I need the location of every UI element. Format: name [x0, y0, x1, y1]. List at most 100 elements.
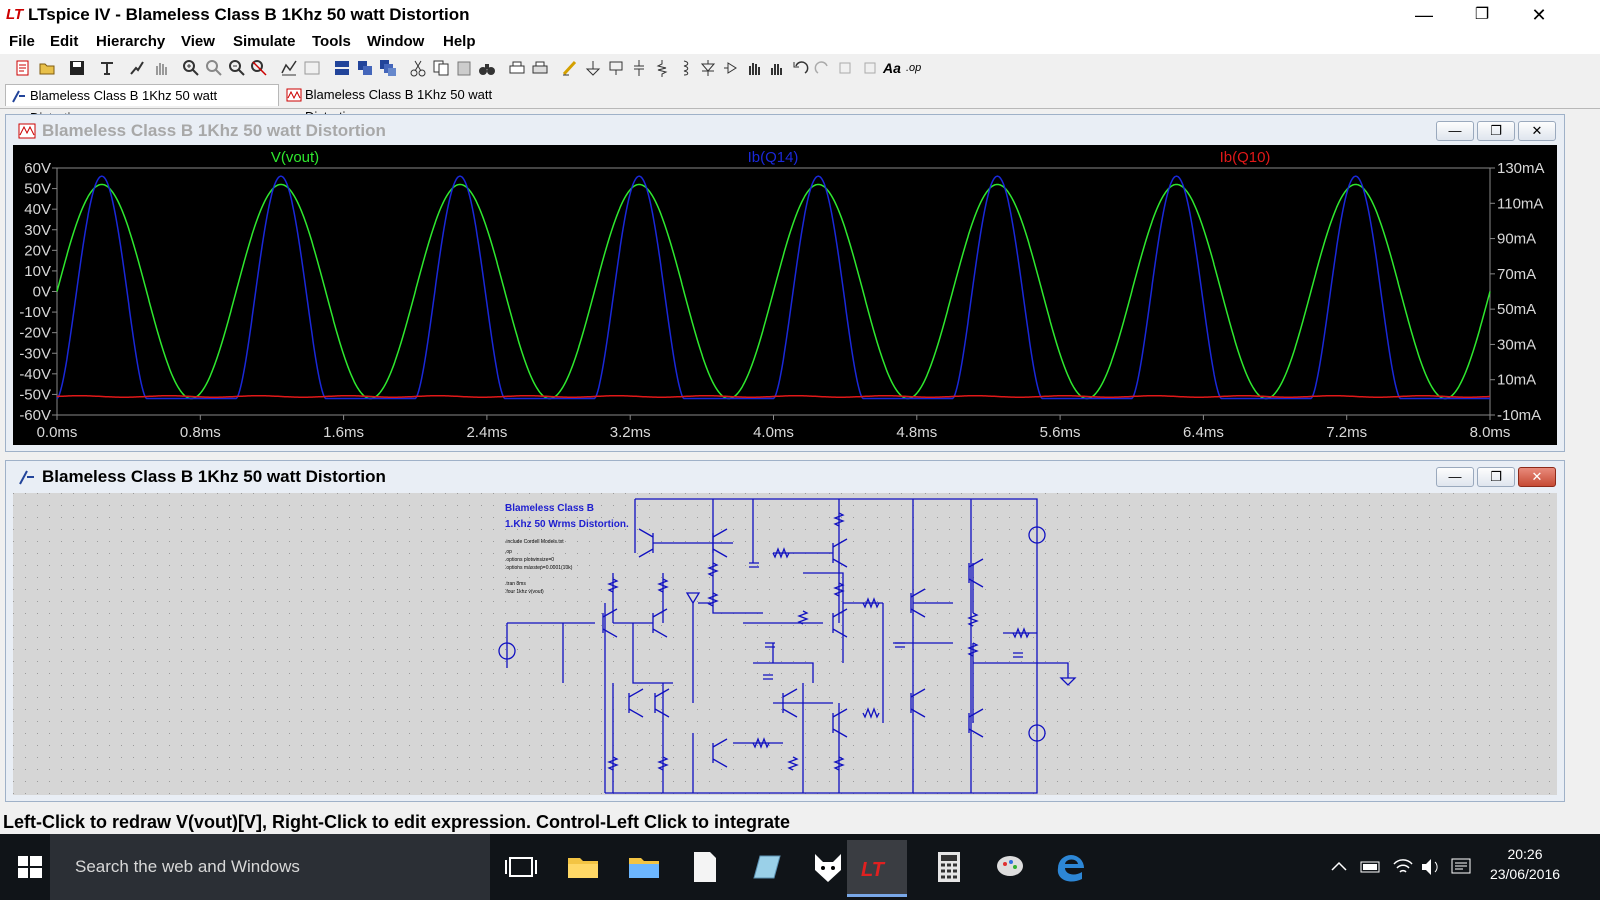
- trace-label[interactable]: Ib(Q14): [748, 149, 799, 166]
- ground-icon[interactable]: [584, 59, 602, 77]
- battery-icon[interactable]: [1344, 840, 1380, 894]
- mirror-icon[interactable]: [860, 59, 878, 77]
- minimize-button[interactable]: —: [1415, 5, 1433, 25]
- spice-directive[interactable]: .options maxstep=0.0001(10k): [505, 565, 573, 571]
- menu-window[interactable]: Window: [367, 33, 425, 50]
- paste-icon[interactable]: [455, 59, 473, 77]
- schematic-window: Blameless Class B 1Khz 50 watt Distortio…: [5, 460, 1565, 802]
- tab-schematic[interactable]: Blameless Class B 1Khz 50 watt Distortio…: [5, 84, 279, 125]
- trace-label[interactable]: Ib(Q10): [1220, 149, 1271, 166]
- calculator-icon[interactable]: [922, 840, 976, 894]
- clock-time[interactable]: 20:26: [1507, 846, 1543, 862]
- edge-browser-icon[interactable]: [1044, 840, 1098, 894]
- paint-app-icon[interactable]: [983, 840, 1037, 894]
- spice-directive[interactable]: .options plotwinsize=0: [505, 557, 554, 563]
- schematic-close-button[interactable]: ✕: [1518, 467, 1556, 487]
- schematic-restore-button[interactable]: ❐: [1477, 467, 1515, 487]
- menu-help[interactable]: Help: [443, 33, 476, 50]
- spice-directive[interactable]: .include Cordell Models.txt: [505, 539, 564, 545]
- menu-view[interactable]: View: [181, 33, 215, 50]
- x-tick-label: 4.0ms: [753, 424, 794, 441]
- spice-directive[interactable]: .four 1khz v(vout): [505, 589, 544, 595]
- tile-vertical-icon[interactable]: [356, 59, 374, 77]
- start-button[interactable]: [4, 840, 48, 894]
- menu-simulate[interactable]: Simulate: [233, 33, 296, 50]
- y-left-tick-label: 50V: [24, 181, 51, 198]
- zoom-in-icon[interactable]: [182, 59, 200, 77]
- trace-label[interactable]: V(vout): [271, 149, 319, 166]
- folder-icon[interactable]: [617, 840, 671, 894]
- x-tick-label: 1.6ms: [323, 424, 364, 441]
- print-icon[interactable]: [531, 59, 549, 77]
- run-icon[interactable]: [128, 59, 146, 77]
- halt-hand-icon[interactable]: [152, 59, 170, 77]
- task-view-icon[interactable]: [494, 840, 548, 894]
- y-left-tick-label: 30V: [24, 222, 51, 239]
- y-right-tick-label: 110mA: [1497, 195, 1543, 212]
- tab-waveform[interactable]: Blameless Class B 1Khz 50 watt Distortio…: [281, 84, 556, 124]
- file-explorer-icon[interactable]: [556, 840, 610, 894]
- label-net-icon[interactable]: [607, 59, 625, 77]
- title-bar: LT LTspice IV - Blameless Class B 1Khz 5…: [0, 0, 1600, 30]
- text-icon[interactable]: Aa: [883, 60, 901, 76]
- document-icon[interactable]: [678, 840, 732, 894]
- show-desktop-button[interactable]: [1570, 840, 1596, 894]
- x-tick-label: 5.6ms: [1040, 424, 1081, 441]
- undo-icon[interactable]: [791, 59, 809, 77]
- spice-directive-icon[interactable]: .op: [906, 62, 922, 74]
- ltspice-icon[interactable]: LT: [6, 6, 24, 23]
- rotate-icon[interactable]: [837, 59, 855, 77]
- waveform-restore-button[interactable]: ❐: [1477, 121, 1515, 141]
- clock-date[interactable]: 23/06/2016: [1489, 866, 1561, 882]
- find-icon[interactable]: [478, 59, 496, 77]
- menu-file[interactable]: File: [9, 33, 35, 50]
- cascade-icon[interactable]: [379, 59, 397, 77]
- waveform-settings-icon[interactable]: [303, 59, 321, 77]
- spice-directive[interactable]: .op: [505, 549, 512, 555]
- copy-icon[interactable]: [432, 59, 450, 77]
- new-schematic-icon[interactable]: [14, 59, 32, 77]
- print-setup-icon[interactable]: [508, 59, 526, 77]
- fox-app-icon[interactable]: [801, 840, 855, 894]
- component-icon[interactable]: [722, 59, 740, 77]
- spice-directive[interactable]: .tran 8ms: [505, 581, 526, 587]
- schematic-minimize-button[interactable]: —: [1436, 467, 1474, 487]
- redo-icon[interactable]: [814, 59, 832, 77]
- show-hidden-icons-icon[interactable]: [1312, 840, 1347, 894]
- open-folder-icon[interactable]: [38, 59, 56, 77]
- draw-wire-icon[interactable]: [561, 59, 579, 77]
- trace-line[interactable]: [56, 183, 1491, 400]
- control-panel-icon[interactable]: [98, 59, 116, 77]
- zoom-out-icon[interactable]: [228, 59, 246, 77]
- cut-icon[interactable]: [409, 59, 427, 77]
- capacitor-icon[interactable]: [630, 59, 648, 77]
- move-hand-icon[interactable]: [745, 59, 763, 77]
- ltspice-taskbar-icon[interactable]: LT: [847, 840, 907, 897]
- waveform-minimize-button[interactable]: —: [1436, 121, 1474, 141]
- menu-edit[interactable]: Edit: [50, 33, 79, 50]
- trace-line[interactable]: [56, 175, 1490, 400]
- resistor-icon[interactable]: [653, 59, 671, 77]
- waveform-plot[interactable]: V(vout)Ib(Q14)Ib(Q10) 60V50V40V30V20V10V…: [13, 145, 1557, 445]
- menu-hierarchy[interactable]: Hierarchy: [96, 33, 166, 50]
- menu-tools[interactable]: Tools: [312, 33, 351, 50]
- close-button[interactable]: ✕: [1531, 5, 1547, 25]
- action-center-icon[interactable]: [1434, 840, 1471, 894]
- wifi-icon[interactable]: [1376, 840, 1413, 894]
- inductor-icon[interactable]: [676, 59, 694, 77]
- drag-hand-icon[interactable]: [768, 59, 786, 77]
- tile-horizontal-icon[interactable]: [333, 59, 351, 77]
- save-icon[interactable]: [68, 59, 86, 77]
- schematic-canvas[interactable]: Blameless Class B 1.Khz 50 Wrms Distorti…: [13, 493, 1557, 795]
- circuit-wiring[interactable]: [498, 498, 1077, 794]
- maximize-button[interactable]: ❐: [1474, 6, 1490, 23]
- volume-icon[interactable]: [1404, 840, 1438, 894]
- zoom-fit-icon[interactable]: [250, 59, 268, 77]
- taskbar-search-box[interactable]: [50, 834, 490, 900]
- diode-icon[interactable]: [699, 59, 717, 77]
- pan-icon[interactable]: [205, 59, 223, 77]
- trace-line[interactable]: [56, 395, 1490, 398]
- waveform-close-button[interactable]: ✕: [1518, 121, 1556, 141]
- autorange-icon[interactable]: [280, 59, 298, 77]
- app-icon-glass[interactable]: [740, 840, 794, 894]
